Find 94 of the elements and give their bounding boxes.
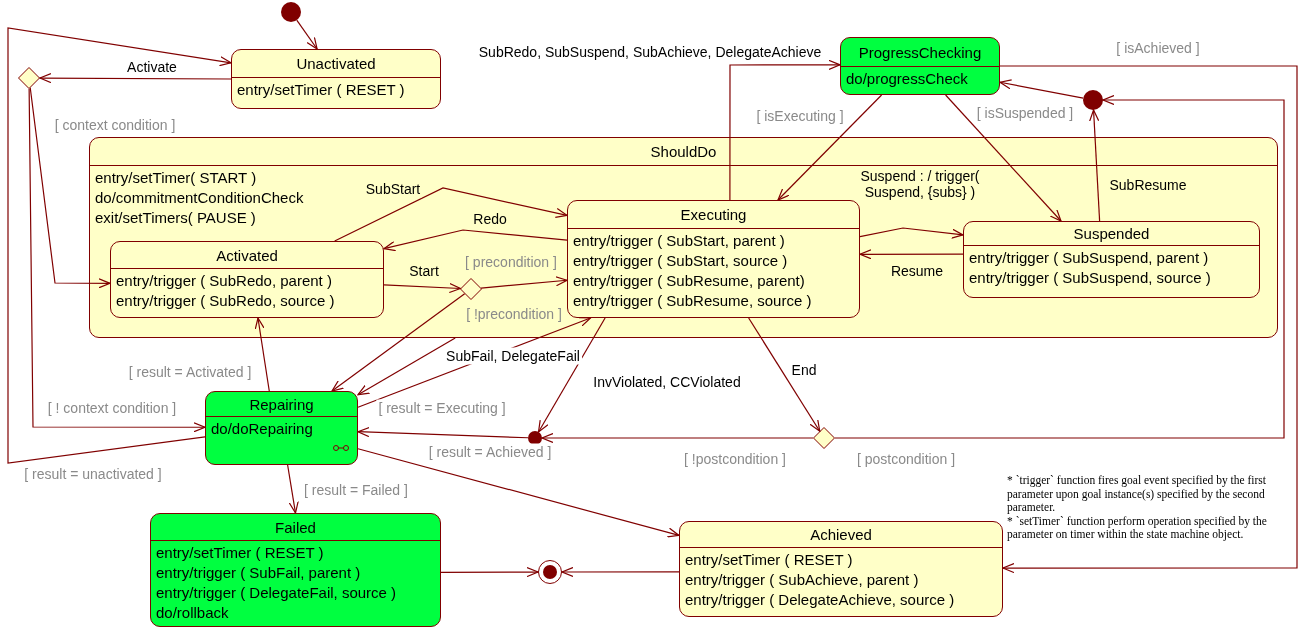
state-action: entry/trigger ( DelegateAchieve, source ) bbox=[685, 590, 955, 610]
state-action: entry/trigger ( SubStart, source ) bbox=[573, 251, 788, 271]
state-box bbox=[679, 521, 1003, 617]
state-action: entry/trigger ( SubResume, source ) bbox=[573, 291, 812, 311]
state-name: Executing bbox=[680, 206, 747, 223]
guard-label: [ isExecuting ] bbox=[754, 107, 846, 125]
state-action: entry/setTimer ( RESET ) bbox=[237, 80, 405, 100]
guard-label: [ !precondition ] bbox=[464, 305, 564, 323]
transition-arrow bbox=[39, 73, 232, 84]
edge-label: SubRedo, SubSuspend, SubAchieve, DelegateAchieve bbox=[476, 43, 824, 61]
state-box bbox=[963, 221, 1260, 298]
state-action: entry/trigger ( SubStart, parent ) bbox=[573, 231, 785, 251]
guard-label: [ ! context condition ] bbox=[45, 399, 179, 417]
edge-label: SubStart bbox=[363, 180, 423, 198]
state-box bbox=[567, 200, 860, 318]
state-name: Unactivated bbox=[296, 55, 376, 72]
choice-diamond bbox=[813, 427, 835, 449]
state-action: entry/setTimer ( RESET ) bbox=[156, 543, 324, 563]
state-action: entry/trigger ( SubRedo, source ) bbox=[116, 291, 335, 311]
transition-arrow bbox=[777, 94, 883, 201]
transition-arrow bbox=[357, 448, 680, 538]
transition-arrow bbox=[537, 317, 606, 433]
transition-arrow bbox=[999, 65, 1298, 574]
transition-arrow bbox=[729, 59, 841, 201]
guard-label: [ result = Failed ] bbox=[302, 481, 410, 499]
state-action: entry/trigger ( SubSuspend, source ) bbox=[969, 268, 1211, 288]
state-name: Suspended bbox=[1073, 225, 1150, 242]
transition-arrow bbox=[331, 293, 466, 392]
state-name: Repairing bbox=[249, 395, 314, 413]
choice-diamond bbox=[18, 67, 40, 89]
transition-arrow bbox=[383, 282, 462, 294]
guard-label: [ !postcondition ] bbox=[682, 450, 788, 468]
state-action: entry/trigger ( SubResume, parent) bbox=[573, 271, 805, 291]
transition-arrow bbox=[859, 227, 964, 239]
transition-arrow bbox=[480, 276, 568, 289]
transition-arrow bbox=[357, 427, 529, 439]
transition-arrow bbox=[254, 317, 270, 392]
state-action: do/progressCheck bbox=[846, 69, 968, 89]
state-box bbox=[110, 241, 384, 318]
state-name: Achieved bbox=[810, 526, 872, 543]
transition-arrow bbox=[748, 317, 821, 432]
state-action: entry/setTimer ( RESET ) bbox=[685, 550, 853, 570]
state-name: Activated bbox=[216, 246, 278, 264]
edge-label: InvViolated, CCViolated bbox=[591, 373, 743, 391]
transition-arrow bbox=[334, 187, 568, 242]
state-name: Failed bbox=[275, 518, 316, 536]
state-action: do/doRepairing bbox=[211, 419, 313, 439]
transition-arrow bbox=[296, 19, 318, 50]
state-action: entry/trigger ( SubRedo, parent ) bbox=[116, 271, 332, 291]
guard-label: [ result = Achieved ] bbox=[426, 443, 554, 461]
transition-arrow bbox=[29, 87, 111, 289]
guard-label: [ isSuspended ] bbox=[974, 104, 1076, 122]
transition-arrow bbox=[834, 94, 1285, 439]
footnote: * `setTimer` function perform operation specified by the parameter on timer within the state machine object. bbox=[1007, 514, 1268, 542]
composite-state-box bbox=[89, 137, 1278, 338]
state-name: ProgressChecking bbox=[858, 43, 982, 61]
junction-point bbox=[1083, 90, 1103, 110]
state-action: do/commitmentConditionCheck bbox=[95, 188, 304, 208]
transition-arrow bbox=[7, 27, 232, 464]
state-box bbox=[205, 391, 358, 465]
state-action: entry/trigger ( SubAchieve, parent ) bbox=[685, 570, 919, 590]
state-action: entry/setTimer( START ) bbox=[95, 168, 257, 188]
state-action: entry/trigger ( SubFail, parent ) bbox=[156, 563, 361, 583]
state-action: entry/trigger ( DelegateFail, source ) bbox=[156, 583, 397, 603]
state-box bbox=[840, 37, 1000, 95]
transition-arrow bbox=[541, 432, 814, 444]
transition-arrow bbox=[28, 88, 206, 433]
guard-label: [ result = unactivated ] bbox=[22, 465, 164, 483]
state-action: do/rollback bbox=[156, 603, 229, 623]
guard-label: [ context condition ] bbox=[52, 116, 178, 134]
transition-arrow bbox=[859, 249, 964, 260]
state-box bbox=[150, 513, 441, 627]
edge-label: SubFail, DelegateFail bbox=[444, 347, 582, 365]
state-name: ShouldDo bbox=[650, 143, 717, 160]
transition-arrow bbox=[383, 229, 568, 252]
state-box bbox=[231, 49, 441, 109]
transition-arrow bbox=[357, 337, 456, 396]
initial-state bbox=[281, 2, 301, 22]
final-state bbox=[538, 560, 562, 584]
transition-arrow bbox=[1089, 109, 1101, 222]
guard-label: [ isAchieved ] bbox=[1114, 39, 1202, 57]
transition-arrow bbox=[440, 566, 539, 578]
transition-arrow bbox=[287, 464, 299, 514]
transition-arrow bbox=[999, 79, 1084, 99]
state-action: exit/setTimers( PAUSE ) bbox=[95, 208, 256, 228]
transition-arrow bbox=[945, 94, 1062, 222]
guard-label: [ result = Activated ] bbox=[126, 363, 254, 381]
footnote: * `trigger` function fires goal event specified by the first parameter upon goal instance(s) specified by the second parameter. bbox=[1007, 474, 1267, 515]
state-action: entry/trigger ( SubSuspend, parent ) bbox=[969, 248, 1209, 268]
junction-point bbox=[528, 431, 542, 445]
transition-arrow bbox=[561, 566, 680, 578]
guard-label: [ precondition ] bbox=[463, 253, 559, 271]
guard-label: [ result = Executing ] bbox=[376, 399, 508, 417]
choice-diamond bbox=[460, 278, 482, 300]
